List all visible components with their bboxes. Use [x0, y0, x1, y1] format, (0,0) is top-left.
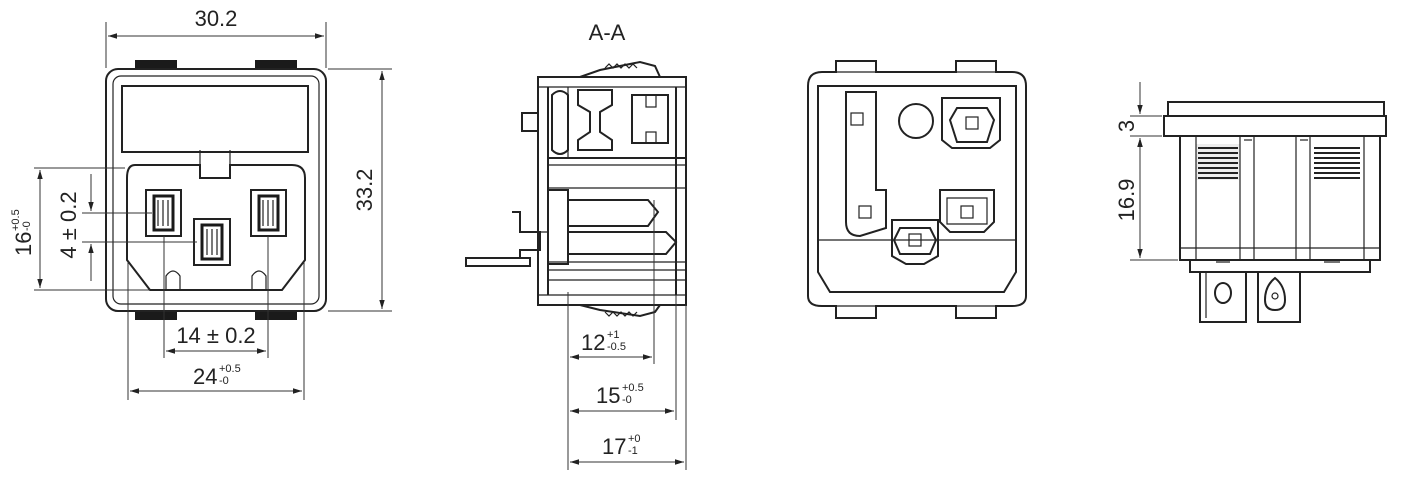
side-ribs-right [1314, 147, 1360, 179]
height-dim-label: 33.2 [352, 169, 377, 212]
width-dim-label: 30.2 [195, 6, 238, 31]
terminal-upper [567, 199, 660, 227]
rear-inner [817, 85, 1017, 293]
side-ribs-left [1196, 144, 1240, 180]
section-label: A-A [589, 20, 626, 45]
svg-text:-1: -1 [628, 445, 638, 457]
fuse-drawer [121, 85, 309, 153]
side-body [1179, 135, 1381, 261]
side-flange-dim-label: 3 [1114, 120, 1139, 132]
svg-text:15: 15 [596, 383, 620, 408]
bottom-latch [579, 304, 661, 318]
side-flange-top [1167, 101, 1385, 117]
svg-text:+0.5: +0.5 [622, 382, 644, 394]
fuse-clip [577, 89, 613, 151]
svg-text:-0: -0 [219, 375, 229, 387]
rear-outline [807, 60, 1027, 319]
section-dim-c: 17 +0 -1 [602, 433, 641, 459]
svg-text:+1: +1 [607, 329, 620, 341]
svg-text:+0.5: +0.5 [10, 209, 22, 231]
pin-offset-dim-label: 4 ± 0.2 [56, 191, 81, 258]
inlet-contour [126, 164, 306, 291]
pin-right [250, 189, 287, 237]
svg-text:17: 17 [602, 434, 626, 459]
rear-terminal-upper [941, 97, 1001, 149]
side-flange [1163, 115, 1387, 137]
bottom-clip-right [255, 310, 297, 320]
fuse-block [631, 94, 669, 144]
cutout-width-dim: 24 +0.5 -0 [193, 363, 241, 389]
svg-text:-0: -0 [21, 221, 33, 231]
rear-terminal-lower [939, 189, 995, 233]
flange-inner [112, 75, 320, 305]
side-body-dim-label: 16.9 [1114, 179, 1139, 222]
rear-view [807, 60, 1027, 319]
top-clip-left [135, 60, 177, 70]
rear-hole [898, 103, 934, 139]
terminal-lower [567, 231, 678, 255]
top-clip-right [255, 60, 297, 70]
solder-tab [465, 257, 531, 267]
fuse-cap [551, 90, 569, 155]
svg-text:+0: +0 [628, 433, 641, 445]
side-view: 3 16.9 [1114, 82, 1387, 323]
svg-text:12: 12 [581, 330, 605, 355]
section-dim-a: 12 +1 -0.5 [581, 329, 626, 355]
rear-terminal-bottom [891, 219, 939, 265]
svg-text:24: 24 [193, 364, 217, 389]
flange-outline [105, 68, 327, 312]
section-view: A-A [465, 20, 687, 470]
pin-earth [193, 218, 231, 266]
svg-text:+0.5: +0.5 [219, 363, 241, 375]
section-dim-b: 15 +0.5 -0 [596, 382, 644, 408]
bottom-clip-left [135, 310, 177, 320]
key-slot-left [165, 270, 181, 290]
svg-text:-0.5: -0.5 [607, 341, 626, 353]
drawer-button [521, 112, 539, 132]
latch-tab [199, 150, 231, 165]
top-latch [579, 60, 661, 78]
svg-text:16: 16 [11, 232, 36, 256]
svg-text:-0: -0 [622, 394, 632, 406]
rear-terminal-left [845, 91, 887, 238]
front-view: 30.2 33.2 16 +0.5 -0 4 ± 0.2 14 ± 0.2 2 [10, 6, 392, 400]
pin-pitch-dim-label: 14 ± 0.2 [176, 323, 255, 348]
side-terminal-left [1199, 272, 1247, 323]
side-terminal-right [1257, 272, 1301, 323]
cutout-height-dim: 16 +0.5 -0 [10, 209, 36, 256]
key-slot-right [251, 270, 267, 290]
